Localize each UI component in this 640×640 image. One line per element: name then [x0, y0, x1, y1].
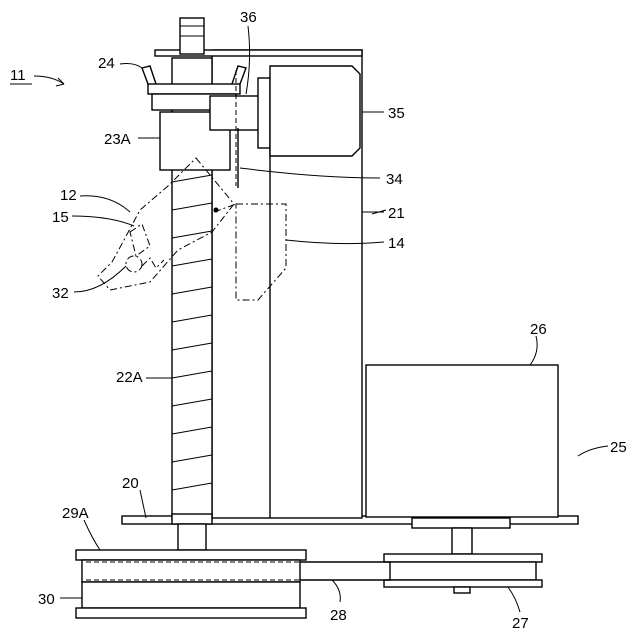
label-rod: 34 [386, 171, 403, 188]
pivot-pin [214, 208, 219, 213]
label-driven-pulley: 30 [38, 591, 55, 608]
label-assembly: 25 [610, 439, 627, 456]
label-belt: 28 [330, 607, 347, 624]
drive-pulley [384, 554, 542, 593]
label-mount-fitting: 24 [98, 55, 115, 72]
label-frame: 21 [388, 205, 405, 222]
label-bracket: 36 [240, 9, 257, 26]
label-motor-box: 26 [530, 321, 547, 338]
actuator [258, 66, 360, 156]
label-arm: 14 [388, 235, 405, 252]
label-device: 11 [10, 67, 26, 84]
bottom-bolt [172, 514, 212, 524]
label-drive-pulley: 27 [512, 615, 529, 632]
motor-shaft [452, 528, 472, 554]
driven-pulley [76, 550, 306, 618]
holder [126, 256, 164, 272]
label-holder: 32 [52, 285, 69, 302]
label-pulley-flange: 29A [62, 505, 89, 522]
label-blade: 15 [52, 209, 69, 226]
motor-coupling [412, 518, 510, 528]
motor-box [366, 365, 558, 517]
label-actuator: 35 [388, 105, 405, 122]
blade [130, 224, 150, 256]
label-tool-head: 12 [60, 187, 77, 204]
bottom-nut [178, 524, 206, 550]
label-base-plate: 20 [122, 475, 139, 492]
label-nut-block: 23A [104, 131, 131, 148]
label-lead-screw: 22A [116, 369, 143, 386]
